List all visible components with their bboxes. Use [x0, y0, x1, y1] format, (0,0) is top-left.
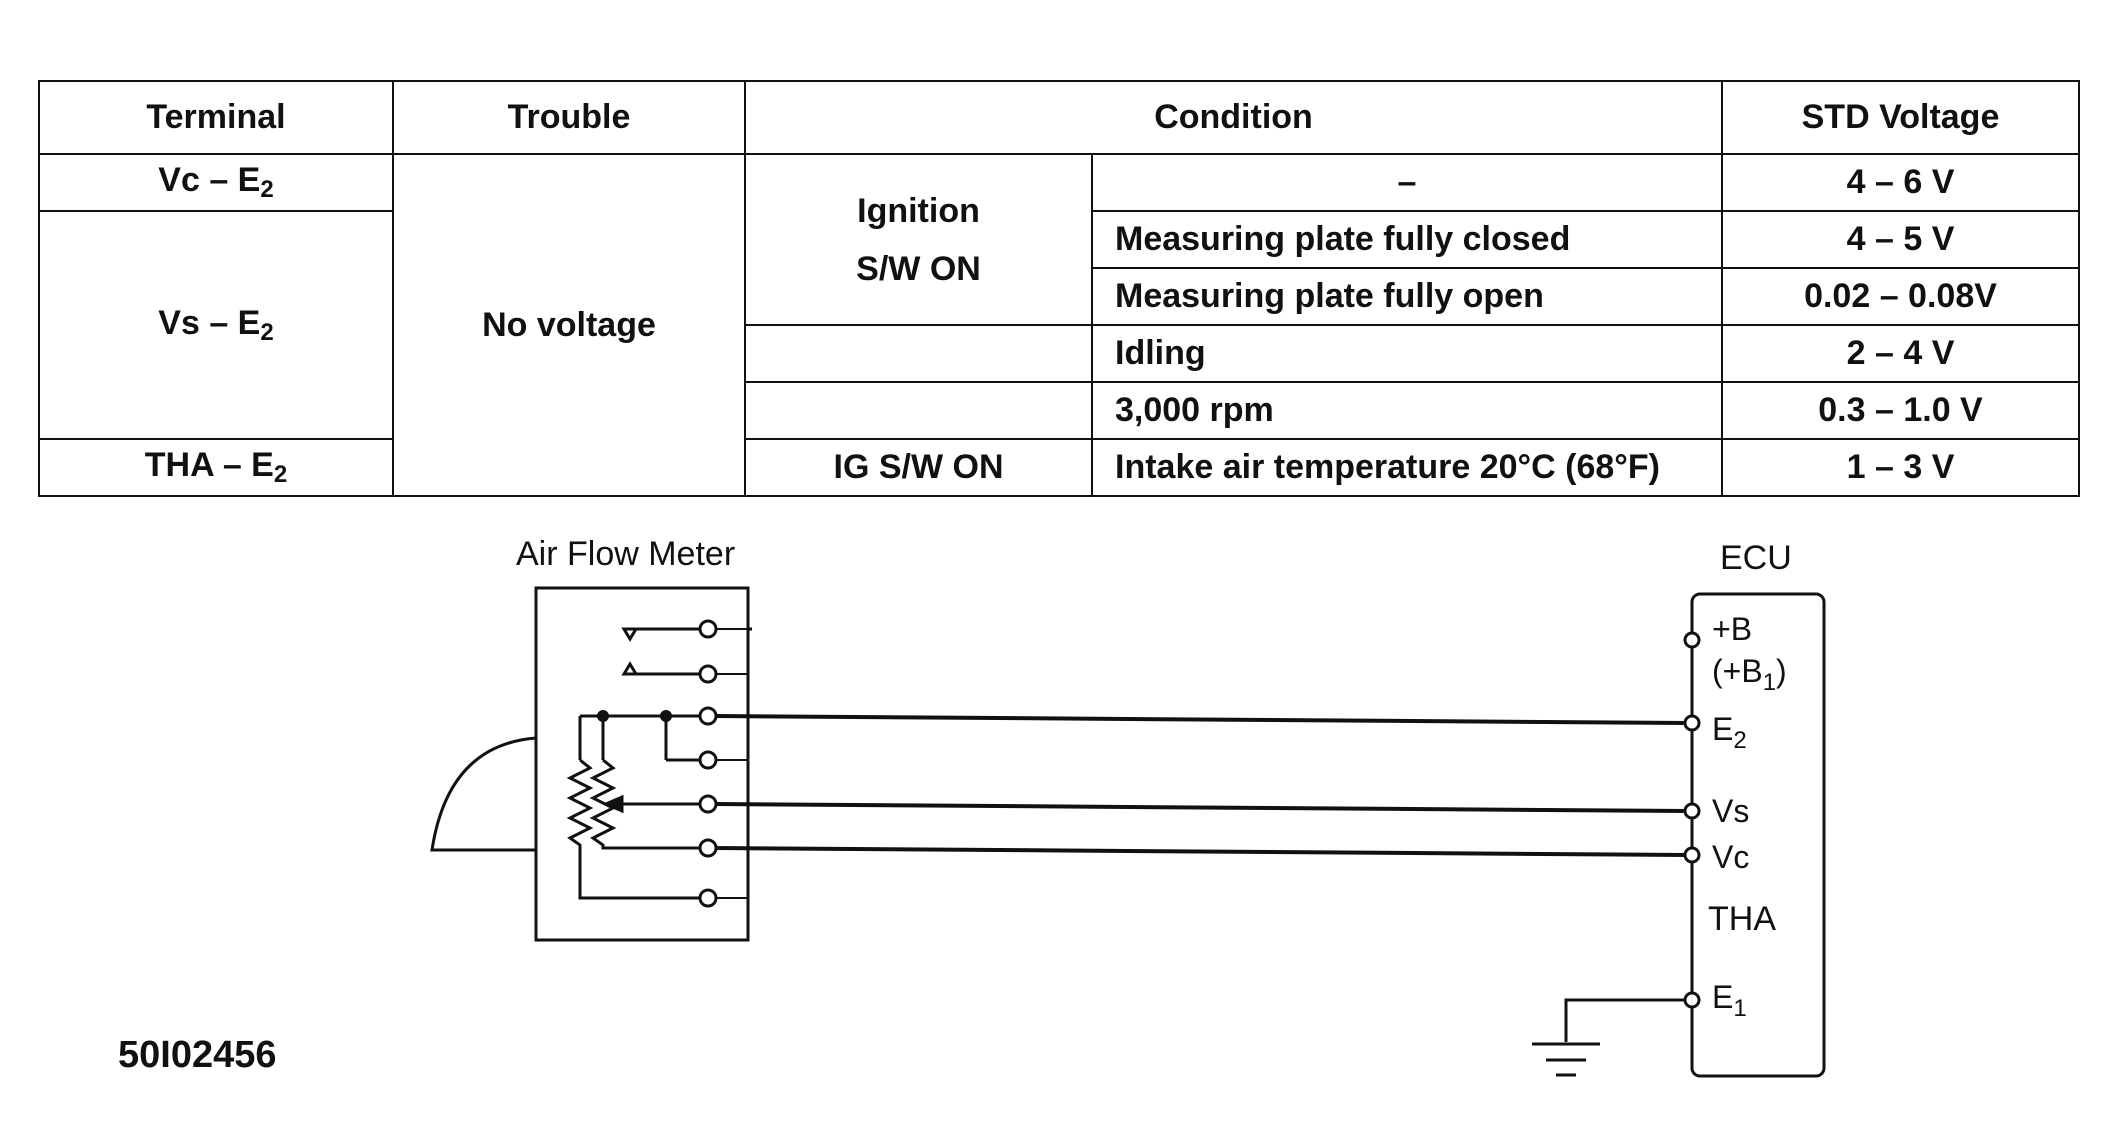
terminal-icon	[1683, 991, 1701, 1009]
ecu-terminal-vs: Vs	[1712, 793, 1749, 829]
condition-ignition-sw-on: Ignition S/W ON	[744, 153, 1093, 326]
ecu-terminals	[1683, 631, 1701, 1009]
terminal-icon	[1683, 631, 1701, 649]
voltage-plate-open: 0.02 – 0.08V	[1721, 267, 2080, 326]
air-flow-meter-label: Air Flow Meter	[516, 535, 735, 573]
wire-vs	[715, 802, 1687, 813]
table-row: Vs – E2 Measuring plate fully closed 4 –…	[38, 210, 2080, 440]
header-std-voltage: STD Voltage	[1721, 80, 2080, 155]
condition-plate-closed: Measuring plate fully closed	[1091, 210, 1723, 269]
voltage-plate-closed: 4 – 5 V	[1721, 210, 2080, 269]
condition-blank	[744, 381, 1093, 440]
terminal-icon	[1683, 802, 1701, 820]
switch-contact-icon	[621, 627, 639, 642]
ecu	[1532, 592, 1826, 1078]
wire-e2	[715, 714, 1687, 725]
header-row: Terminal Trouble Condition STD Voltage	[38, 80, 2080, 155]
terminal-icon	[698, 750, 718, 770]
figure-id: 50I02456	[118, 1034, 277, 1076]
harness-wires	[715, 714, 1687, 857]
condition-dash: –	[1091, 153, 1723, 212]
terminal-vs-e2: Vs – E2	[38, 210, 394, 440]
voltage-tha: 1 – 3 V	[1721, 438, 2080, 497]
terminal-icon	[698, 838, 718, 858]
terminal-icon	[698, 619, 718, 639]
terminal-icon	[1683, 714, 1701, 732]
switch-contact-icon	[621, 661, 639, 676]
ecu-terminal-b1: (+B1)	[1712, 653, 1787, 696]
ecu-terminal-e2: E2	[1712, 711, 1747, 754]
ground-wire	[1564, 998, 1656, 1042]
ecu-terminal-tha: THA	[1708, 900, 1776, 938]
voltage-3000-rpm: 0.3 – 1.0 V	[1721, 381, 2080, 440]
wiper-arrow-icon	[602, 794, 624, 814]
condition-plate-open: Measuring plate fully open	[1091, 267, 1723, 326]
thermistor-resistor-icon	[566, 758, 700, 900]
air-flow-meter-terminals	[698, 619, 718, 908]
voltage-vc: 4 – 6 V	[1721, 153, 2080, 212]
ecu-terminal-e1: E1	[1712, 979, 1747, 1022]
table-row: THA – E2 IG S/W ON Intake air temperatur…	[38, 438, 2080, 497]
terminal-icon	[698, 794, 718, 814]
header-terminal: Terminal	[38, 80, 394, 155]
table-row: Measuring plate fully open 0.02 – 0.08V	[39, 267, 2080, 326]
wire-vc	[715, 846, 1687, 857]
table-row: Idling 2 – 4 V	[39, 324, 2080, 383]
terminal-tha-e2: THA – E2	[38, 438, 394, 497]
terminal-vc-e2: Vc – E2	[38, 153, 394, 212]
air-flow-meter-housing	[534, 586, 750, 942]
spec-table: Terminal Trouble Condition STD Voltage V…	[38, 80, 2080, 497]
condition-blank	[744, 324, 1093, 383]
condition-ig-sw-on: IG S/W ON	[744, 438, 1093, 497]
air-flow-meter	[430, 586, 752, 942]
header-condition: Condition	[744, 80, 1723, 155]
voltage-idling: 2 – 4 V	[1721, 324, 2080, 383]
ecu-box	[1690, 592, 1826, 1078]
table-row: Vc – E2 No voltage Ignition S/W ON – 4 –…	[38, 153, 2080, 497]
ecu-label: ECU	[1720, 539, 1792, 577]
terminal-icon	[698, 664, 718, 684]
potentiometer-resistor-icon	[589, 758, 700, 850]
trouble-cell: No voltage	[392, 153, 746, 497]
table-row: 3,000 rpm 0.3 – 1.0 V	[39, 381, 2080, 440]
terminal-icon	[698, 888, 718, 908]
terminal-icon	[698, 706, 718, 726]
ecu-terminal-vc: Vc	[1712, 839, 1749, 875]
terminal-stubs	[716, 628, 748, 899]
header-trouble: Trouble	[392, 80, 746, 155]
condition-idling: Idling	[1091, 324, 1723, 383]
terminal-icon	[1683, 846, 1701, 864]
ecu-terminal-b-plus: +B	[1712, 611, 1752, 647]
air-flow-meter-measuring-plate	[430, 736, 537, 852]
junction-dots	[597, 710, 672, 722]
condition-intake-air-temp: Intake air temperature 20°C (68°F)	[1091, 438, 1723, 497]
condition-3000-rpm: 3,000 rpm	[1091, 381, 1723, 440]
